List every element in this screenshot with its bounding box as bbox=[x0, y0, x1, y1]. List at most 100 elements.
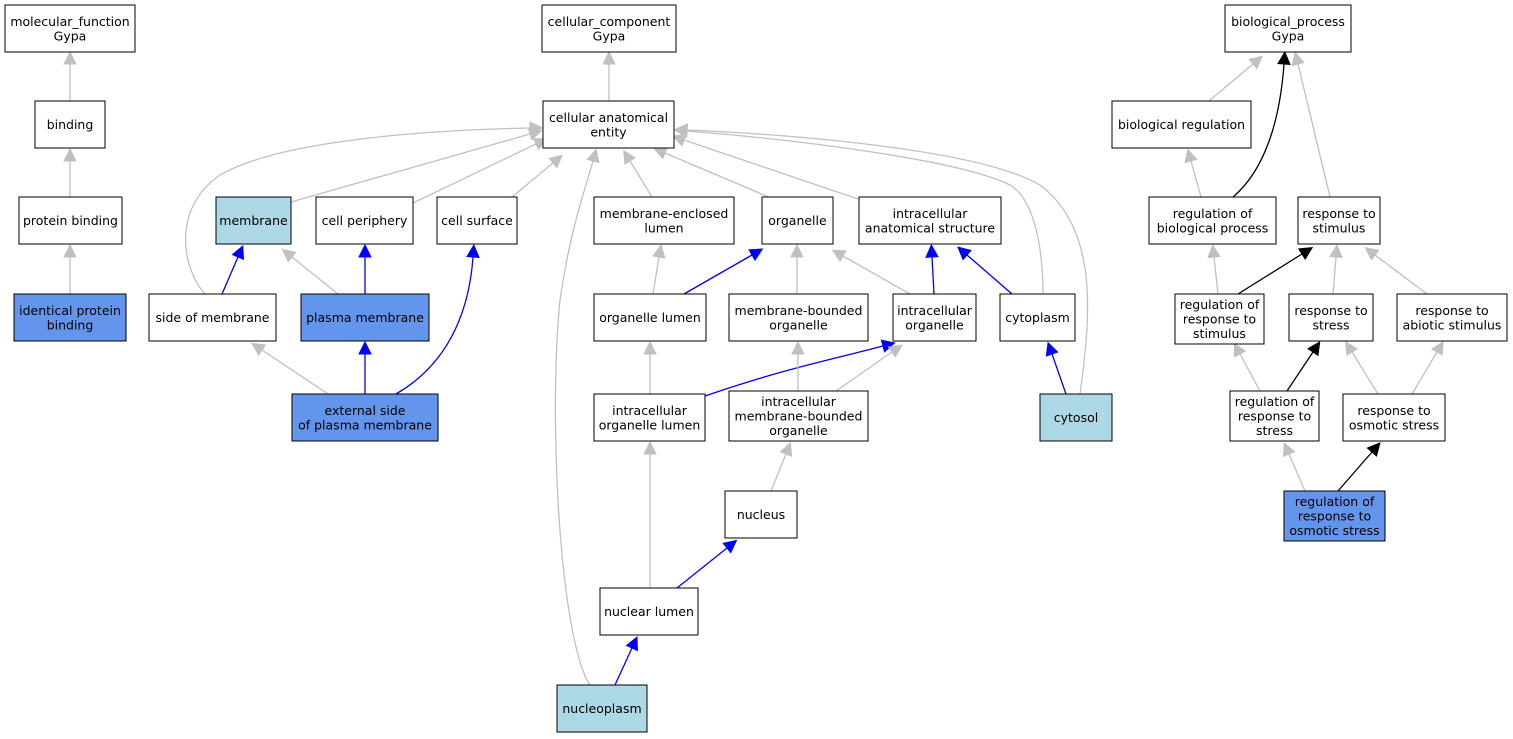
edge-nucleoplasm-to-cellular-anatomical-entity bbox=[554, 148, 600, 686]
node-plasma-membrane[interactable]: plasma membrane bbox=[300, 293, 430, 342]
node-box bbox=[1396, 293, 1508, 342]
edge-line bbox=[291, 256, 339, 295]
node-label: response to bbox=[1302, 206, 1375, 221]
node-label: organelle bbox=[905, 317, 964, 332]
node-label: lumen bbox=[644, 220, 683, 235]
edge-line bbox=[835, 351, 893, 392]
node-label: cytosol bbox=[1054, 410, 1098, 425]
edge-line bbox=[184, 127, 531, 295]
arrowhead-icon bbox=[671, 133, 687, 147]
arrowhead-icon bbox=[831, 249, 847, 263]
arrowhead-icon bbox=[1282, 441, 1296, 458]
node-nuclear-lumen[interactable]: nuclear lumen bbox=[599, 587, 699, 636]
edge-line bbox=[652, 256, 660, 295]
node-box bbox=[315, 196, 414, 245]
node-box bbox=[13, 293, 127, 342]
arrowhead-icon bbox=[790, 243, 804, 258]
node-box bbox=[4, 4, 136, 53]
arrowhead-icon bbox=[63, 243, 77, 258]
node-cell-periphery[interactable]: cell periphery bbox=[315, 196, 414, 245]
arrowhead-icon bbox=[748, 248, 764, 262]
node-box bbox=[858, 196, 1002, 245]
edge-intracellular-organelle-to-organelle bbox=[831, 249, 911, 295]
edge-regulation-of-biological-process-to-biological-regulation bbox=[1184, 148, 1202, 198]
edge-line bbox=[1213, 256, 1219, 295]
edge-line bbox=[395, 256, 474, 395]
edge-line bbox=[554, 160, 594, 686]
arrowhead-icon bbox=[652, 244, 666, 259]
arrowhead-icon bbox=[1364, 247, 1380, 261]
edge-protein-binding-to-binding bbox=[63, 147, 77, 197]
node-membrane[interactable]: membrane bbox=[215, 196, 292, 245]
node-box bbox=[215, 196, 292, 245]
node-box bbox=[593, 293, 707, 342]
arrowhead-icon bbox=[625, 636, 638, 652]
edge-cellular-anatomical-entity-to-cellular-component bbox=[602, 50, 616, 101]
node-box bbox=[148, 293, 277, 342]
edge-plasma-membrane-to-cell-periphery bbox=[358, 243, 372, 294]
node-label: response to bbox=[1183, 312, 1256, 327]
edge-membrane-to-cellular-anatomical-entity bbox=[290, 127, 543, 203]
node-cytosol[interactable]: cytosol bbox=[1039, 393, 1113, 442]
node-label: intracellular bbox=[612, 403, 688, 418]
node-organelle-lumen[interactable]: organelle lumen bbox=[593, 293, 707, 342]
node-label: nucleus bbox=[737, 507, 785, 522]
edge-biological-regulation-to-biological-process bbox=[1208, 55, 1264, 102]
edge-layer bbox=[63, 50, 1444, 686]
node-label: membrane-enclosed bbox=[600, 206, 729, 221]
node-label: membrane-bounded bbox=[735, 303, 863, 318]
edge-external-side-of-plasma-membrane-to-side-of-membrane bbox=[251, 342, 329, 395]
node-binding[interactable]: binding bbox=[34, 100, 106, 149]
node-box bbox=[599, 587, 699, 636]
arrowhead-icon bbox=[548, 154, 564, 169]
edge-line bbox=[686, 129, 1089, 395]
edge-line bbox=[1239, 353, 1261, 392]
arrowhead-icon bbox=[358, 340, 372, 355]
node-label: identical protein bbox=[19, 303, 121, 318]
node-nucleus[interactable]: nucleus bbox=[724, 490, 798, 539]
edge-membrane-enclosed-lumen-to-cellular-anatomical-entity bbox=[623, 149, 653, 198]
node-biological-regulation[interactable]: biological regulation bbox=[1111, 100, 1252, 149]
edge-cytosol-to-cellular-anatomical-entity bbox=[673, 123, 1089, 395]
node-side-of-membrane[interactable]: side of membrane bbox=[148, 293, 277, 342]
edge-line bbox=[511, 162, 554, 198]
node-label: response to bbox=[1294, 303, 1367, 318]
node-organelle[interactable]: organelle bbox=[761, 196, 834, 245]
edge-regulation-of-response-to-stress-to-regulation-of-response-to-stimulus bbox=[1233, 342, 1261, 392]
node-box bbox=[728, 390, 869, 442]
node-label: nucleoplasm bbox=[562, 701, 641, 716]
arrowhead-icon bbox=[1277, 50, 1291, 65]
node-cytoplasm[interactable]: cytoplasm bbox=[999, 293, 1076, 342]
arrowhead-icon bbox=[925, 243, 939, 258]
arrowhead-icon bbox=[63, 50, 77, 65]
node-protein-binding[interactable]: protein binding bbox=[18, 196, 123, 245]
node-box bbox=[541, 4, 677, 53]
arrowhead-icon bbox=[586, 148, 600, 164]
node-box bbox=[1148, 196, 1277, 245]
node-label: osmotic stress bbox=[1349, 417, 1439, 432]
node-cell-surface[interactable]: cell surface bbox=[436, 196, 518, 245]
edge-line bbox=[704, 345, 884, 397]
node-nucleoplasm[interactable]: nucleoplasm bbox=[556, 684, 648, 733]
